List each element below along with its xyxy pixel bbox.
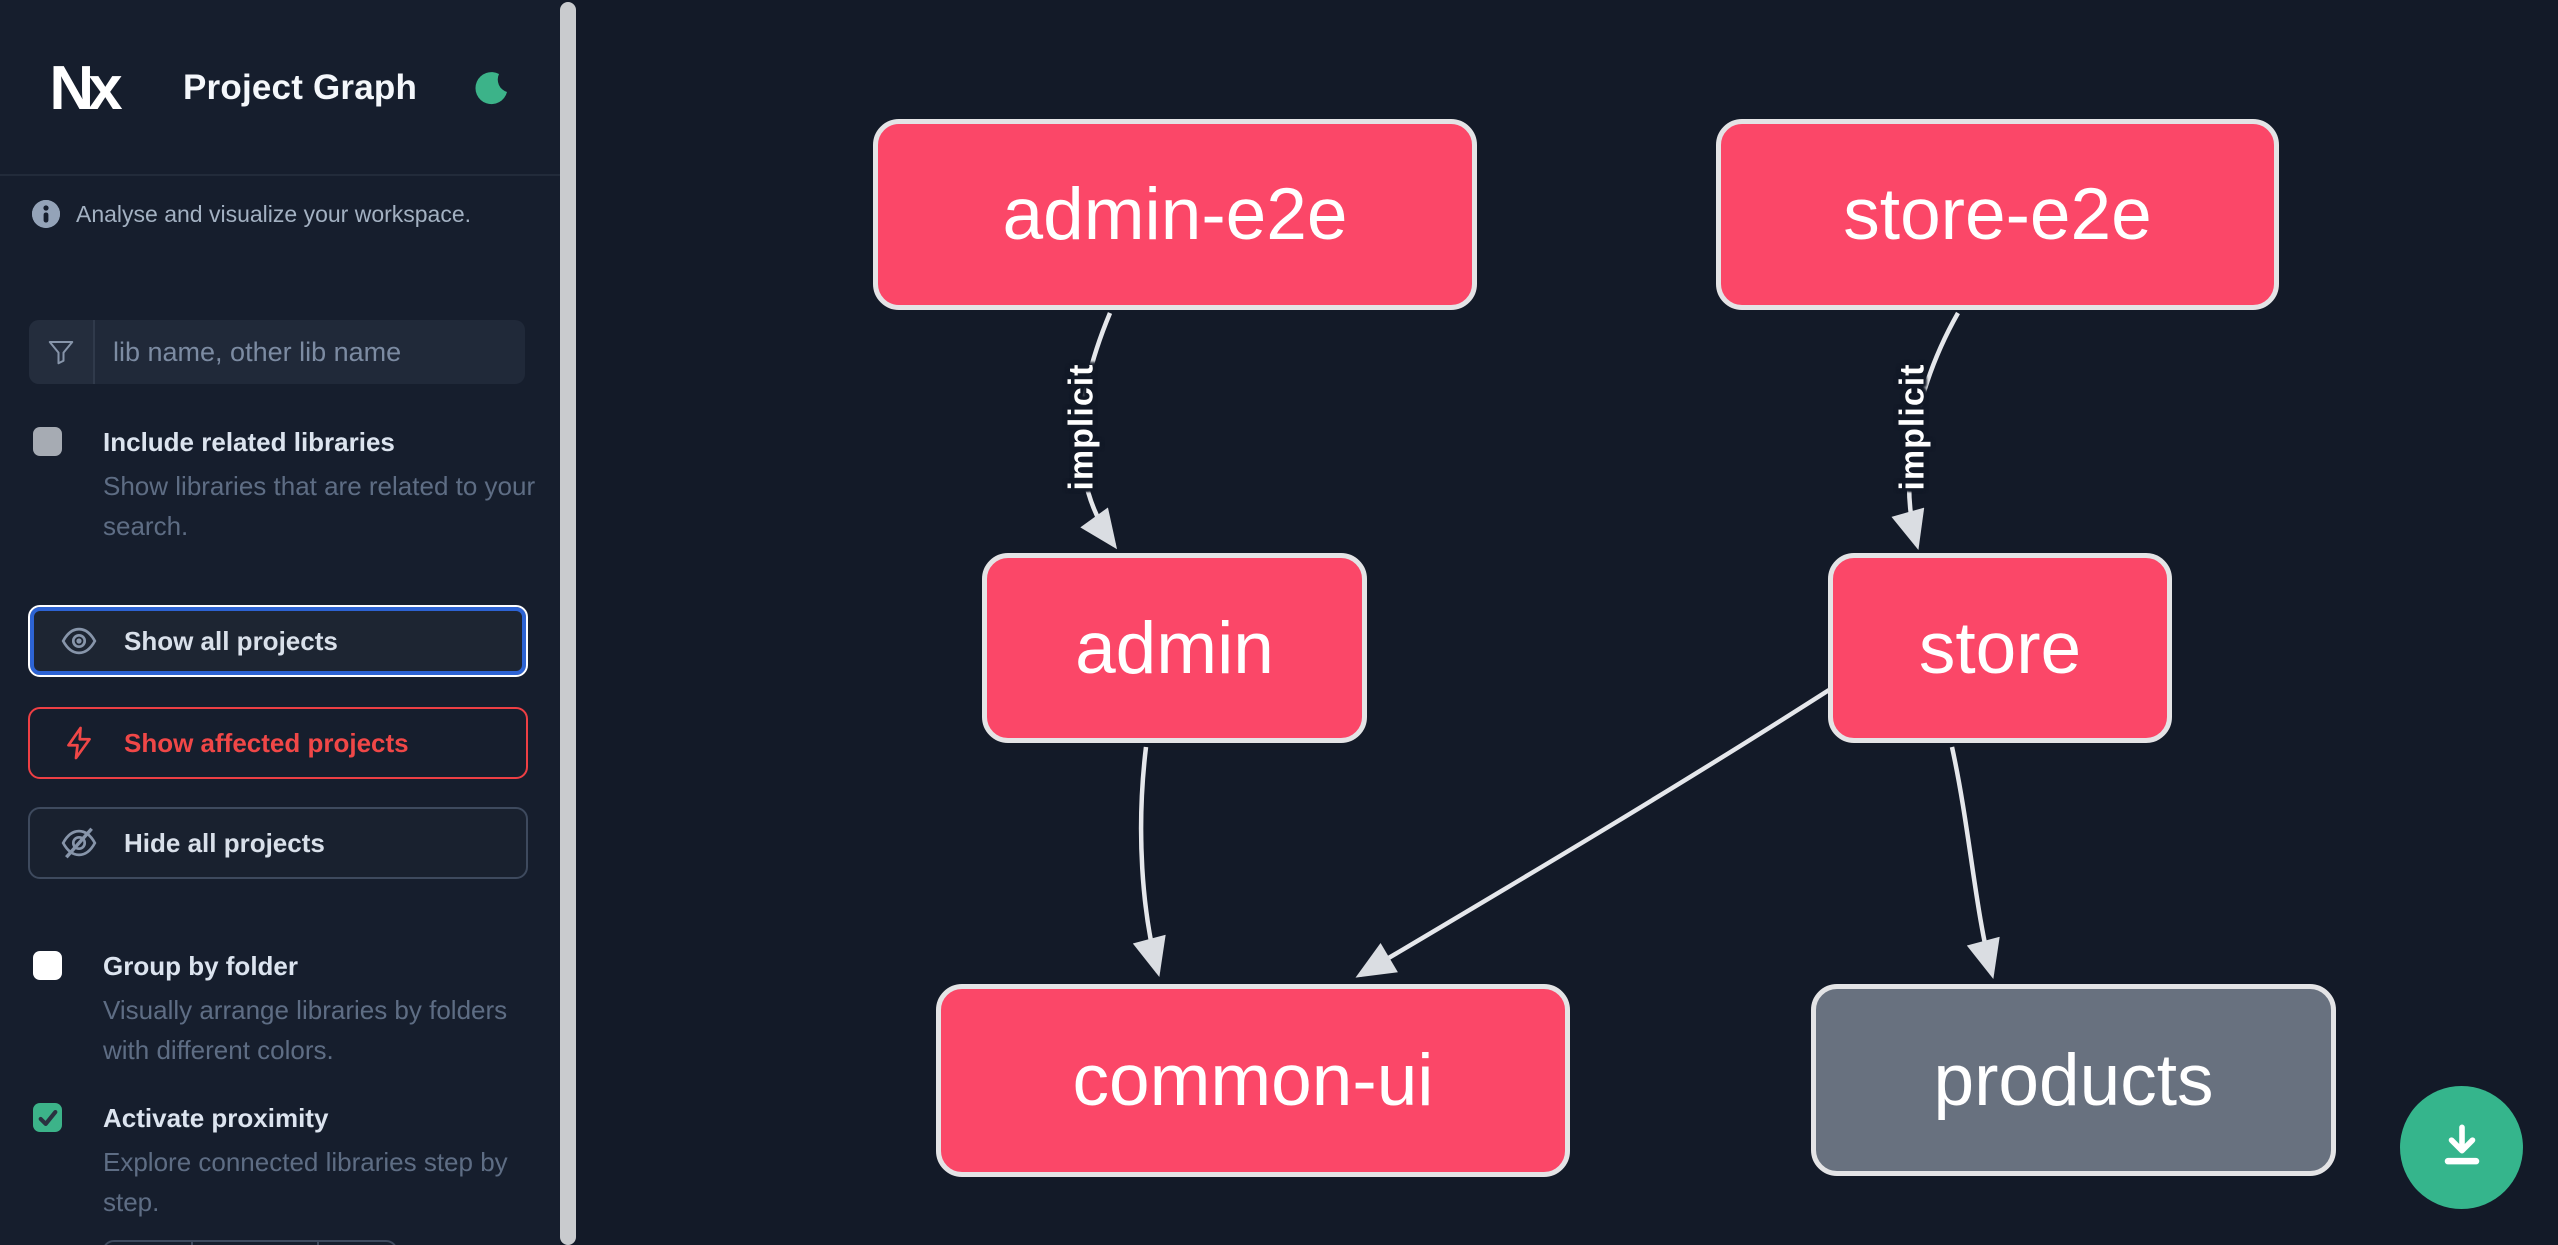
checkbox-include-related[interactable] <box>33 427 62 456</box>
toggle-activate-proximity[interactable]: Activate proximity Explore connected lib… <box>33 1100 533 1222</box>
node-common-ui[interactable]: common-ui <box>936 984 1570 1177</box>
toggle-label: Group by folder <box>103 951 298 981</box>
edge-store-e2e-to-store <box>1891 311 1960 551</box>
button-label: Hide all projects <box>124 827 325 858</box>
sidebar: Nx Project Graph Analyse and visualize y… <box>0 0 560 1245</box>
download-graph-button[interactable] <box>2400 1086 2523 1209</box>
button-label: Show all projects <box>124 625 338 656</box>
eye-icon <box>60 622 98 660</box>
node-store[interactable]: store <box>1828 553 2172 743</box>
check-icon <box>38 1109 57 1126</box>
button-label: Show affected projects <box>124 727 409 758</box>
node-admin-e2e[interactable]: admin-e2e <box>873 119 1477 310</box>
node-products[interactable]: products <box>1811 984 2336 1176</box>
bolt-icon <box>60 724 98 762</box>
edge-label-implicit: implicit <box>1062 363 1101 491</box>
nx-logo-text: Nx <box>49 53 122 123</box>
node-label: admin-e2e <box>1002 174 1348 255</box>
search-box <box>29 320 525 384</box>
node-label: store-e2e <box>1843 174 2152 255</box>
edge-store-to-common-ui <box>1355 688 1831 978</box>
toggle-label: Include related libraries <box>103 427 395 457</box>
tagline-row: Analyse and visualize your workspace. <box>32 200 532 228</box>
edge-label-implicit: implicit <box>1893 363 1932 491</box>
toggle-group-by-folder[interactable]: Group by folder Visually arrange librari… <box>33 948 533 1070</box>
filter-icon <box>29 320 95 384</box>
toggle-include-related[interactable]: Include related libraries Show libraries… <box>33 424 535 546</box>
toggle-description: Explore connected libraries step by step… <box>103 1147 508 1217</box>
tagline-text: Analyse and visualize your workspace. <box>76 200 472 227</box>
edge-admin-to-common-ui <box>1132 746 1166 978</box>
dark-mode-moon-icon[interactable] <box>474 70 510 106</box>
toggle-label: Activate proximity <box>103 1103 329 1133</box>
edge-admin-e2e-to-admin <box>1078 312 1118 550</box>
stepper-increment[interactable] <box>317 1242 396 1245</box>
node-label: products <box>1933 1039 2214 1121</box>
node-label: admin <box>1075 607 1274 689</box>
checkbox-activate-proximity[interactable] <box>33 1103 62 1132</box>
eye-off-icon <box>60 824 98 862</box>
toggle-description: Visually arrange libraries by folders wi… <box>103 995 508 1065</box>
info-icon <box>32 200 60 228</box>
show-affected-projects-button[interactable]: Show affected projects <box>28 707 528 779</box>
node-label: common-ui <box>1072 1040 1434 1121</box>
nx-logo: Nx <box>28 44 138 132</box>
node-store-e2e[interactable]: store-e2e <box>1716 119 2279 310</box>
show-all-projects-button[interactable]: Show all projects <box>28 605 528 677</box>
page-title: Project Graph <box>183 68 418 107</box>
checkbox-group-by-folder[interactable] <box>33 951 62 980</box>
edge-store-to-products <box>1949 746 2000 980</box>
toggle-description: Show libraries that are related to your … <box>103 471 536 541</box>
node-admin[interactable]: admin <box>982 553 1367 743</box>
node-label: store <box>1918 607 2082 689</box>
download-icon <box>2434 1118 2490 1177</box>
stepper-value <box>191 1242 317 1245</box>
sidebar-header: Nx Project Graph <box>0 0 560 176</box>
search-input[interactable] <box>95 320 525 384</box>
hide-all-projects-button[interactable]: Hide all projects <box>28 807 528 879</box>
sidebar-scrollbar[interactable] <box>560 2 576 1245</box>
